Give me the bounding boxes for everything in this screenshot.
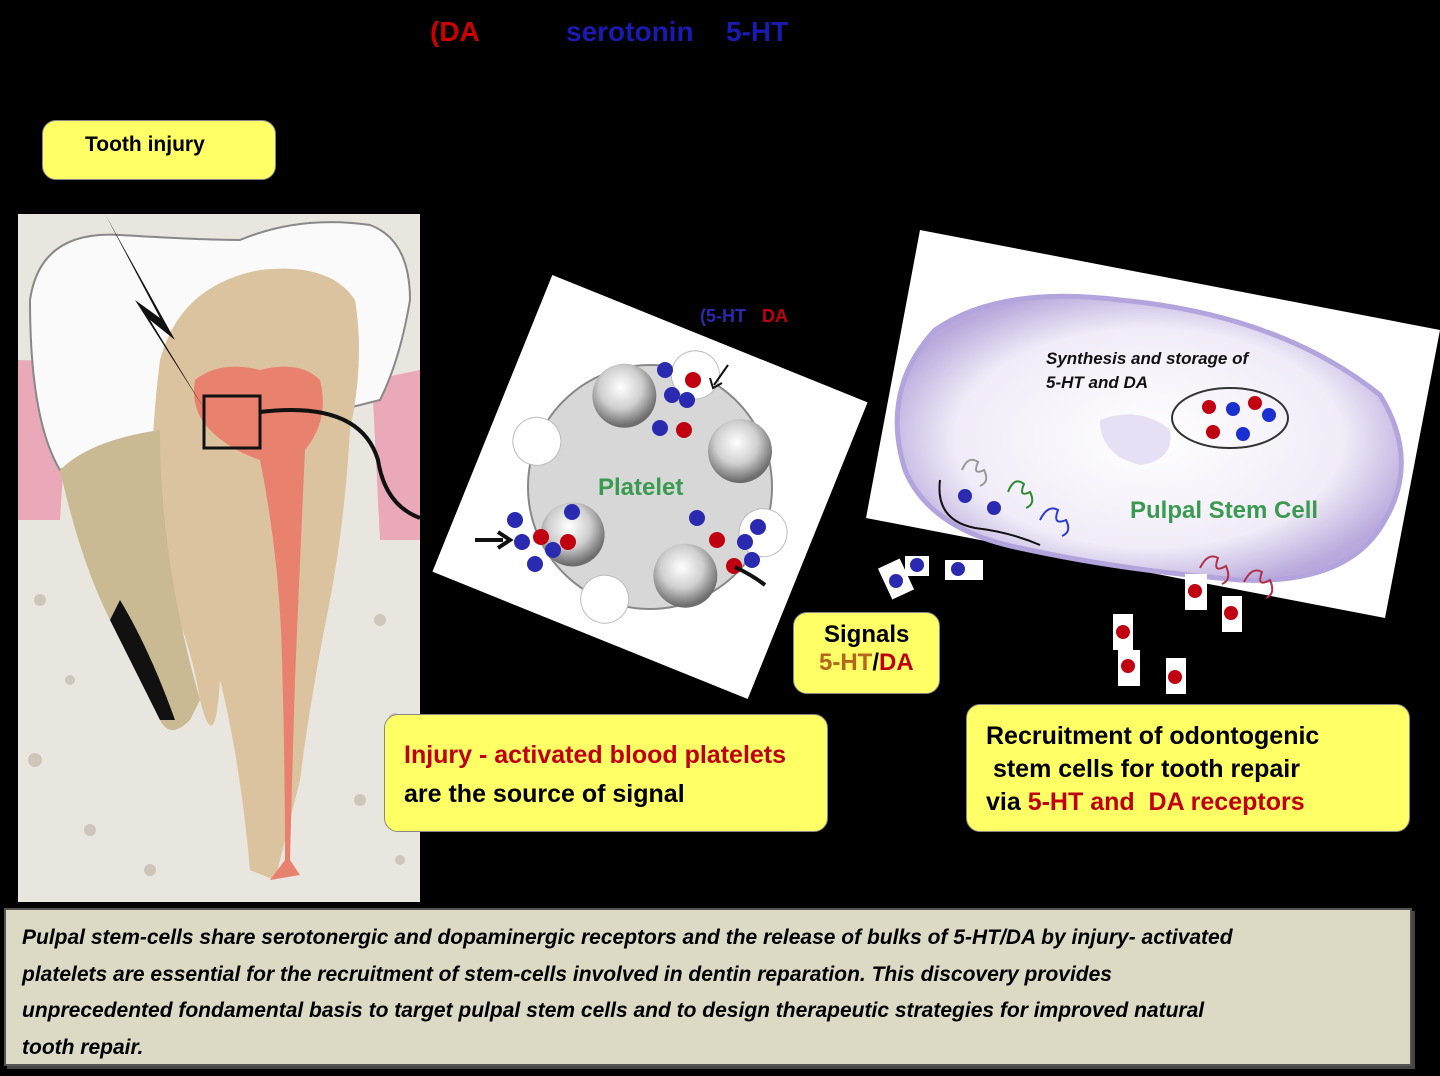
stem-cell-label: Pulpal Stem Cell <box>1130 497 1318 524</box>
illustration: Platelet (5-HT DA Synthesis and storage … <box>18 214 1440 902</box>
recruit-via: via <box>986 788 1028 816</box>
platelet-label: Platelet <box>598 474 683 501</box>
title-da: (DA <box>430 16 480 47</box>
recruit-line2: stem cells for tooth repair <box>986 755 1300 783</box>
caption-line1: Pulpal stem-cells share serotonergic and… <box>22 926 1233 949</box>
recruitment-callout: Recruitment of odontogenic stem cells fo… <box>966 704 1410 832</box>
released-molecules <box>877 556 1242 694</box>
tooth-injury-label: Tooth injury <box>85 133 205 156</box>
synthesis-line2: 5-HT and DA <box>1046 373 1148 392</box>
caption-line3: unprecedented fondamental basis to targe… <box>22 999 1205 1022</box>
injury-line2: are the source of signal <box>404 780 685 808</box>
injury-line1: Injury - activated blood platelets <box>404 741 787 769</box>
platelet-5ht-label: (5-HT <box>700 306 746 326</box>
platelet-panel <box>432 274 868 700</box>
platelet-granule-dots <box>507 362 766 574</box>
caption-box: Pulpal stem-cells share serotonergic and… <box>4 908 1412 1066</box>
signals-callout: Signals 5-HT/DA <box>793 612 940 694</box>
synthesis-line1: Synthesis and storage of <box>1046 349 1250 368</box>
tooth-injury-callout: Tooth injury <box>42 120 276 180</box>
title-5ht: 5-HT <box>726 16 789 47</box>
tooth-illustration <box>18 214 421 902</box>
signals-label: Signals <box>824 621 910 648</box>
recruit-line1: Recruitment of odontogenic <box>986 722 1320 750</box>
injury-callout: Injury - activated blood platelets are t… <box>384 714 828 832</box>
recruit-receptors: 5-HT and DA receptors <box>1027 788 1305 816</box>
signals-5ht: 5-HT <box>819 649 873 676</box>
signals-sep: / <box>872 649 880 676</box>
signals-da: DA <box>879 649 914 676</box>
stem-cell-panel <box>866 230 1440 618</box>
title-serotonin: serotonin <box>566 16 694 47</box>
caption-line4: tooth repair. <box>22 1035 144 1059</box>
caption-line2: platelets are essential for the recruitm… <box>22 962 1112 986</box>
platelet-da-label: DA <box>762 306 788 326</box>
